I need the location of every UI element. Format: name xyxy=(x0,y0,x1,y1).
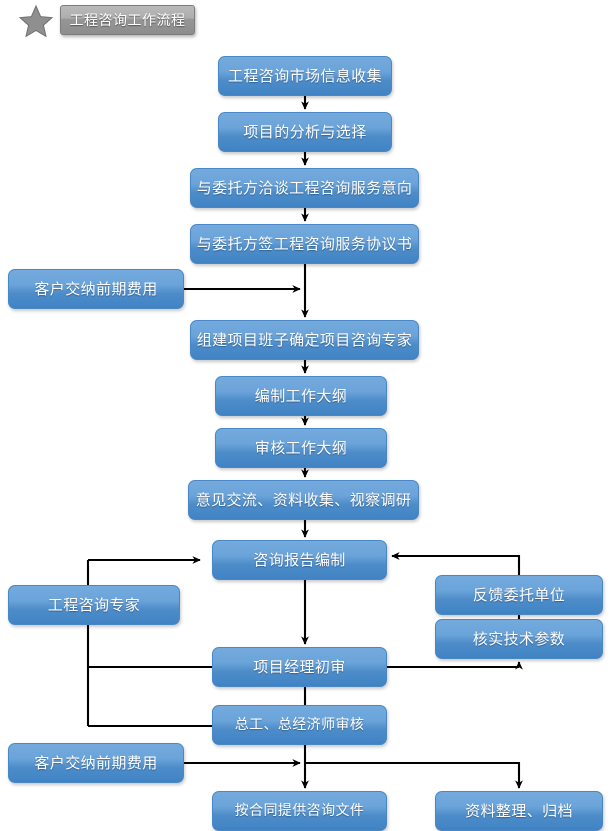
flow-node-n6[interactable]: 组建项目班子确定项目咨询专家 xyxy=(190,320,419,360)
flow-node-label: 按合同提供咨询文件 xyxy=(234,803,365,819)
flow-node-n12[interactable]: 反馈委托单位 xyxy=(435,575,603,615)
flow-node-label: 客户交纳前期费用 xyxy=(34,753,158,772)
edge-n12-n10 xyxy=(391,552,521,575)
flow-node-n11[interactable]: 工程咨询专家 xyxy=(8,585,180,625)
flow-node-n4[interactable]: 与委托方签工程咨询服务协议书 xyxy=(190,224,419,264)
flow-node-label: 项目经理初审 xyxy=(253,657,346,676)
page-header: 工程咨询工作流程 xyxy=(0,0,611,42)
flow-node-label: 客户交纳前期费用 xyxy=(34,279,158,298)
flow-node-label: 资料整理、归档 xyxy=(465,801,573,820)
flow-node-n3[interactable]: 与委托方洽谈工程咨询服务意向 xyxy=(190,168,419,208)
flow-node-n15[interactable]: 总工、总经济师审核 xyxy=(212,705,387,745)
star-icon xyxy=(18,4,54,38)
flow-node-n17[interactable]: 按合同提供咨询文件 xyxy=(212,791,387,831)
flow-node-label: 组建项目班子确定项目咨询专家 xyxy=(196,330,413,349)
flow-node-n10[interactable]: 咨询报告编制 xyxy=(212,540,387,580)
flow-node-n2[interactable]: 项目的分析与选择 xyxy=(218,112,392,152)
flow-node-n8[interactable]: 审核工作大纲 xyxy=(215,428,387,468)
flow-node-n13[interactable]: 核实技术参数 xyxy=(435,619,603,659)
edge-n15-n18 xyxy=(305,761,523,789)
flow-node-n7[interactable]: 编制工作大纲 xyxy=(215,376,387,416)
flow-node-label: 编制工作大纲 xyxy=(254,386,348,405)
flow-node-label: 意见交流、资料收集、视察调研 xyxy=(195,490,412,509)
flow-node-label: 咨询报告编制 xyxy=(253,550,346,569)
flow-node-n5[interactable]: 客户交纳前期费用 xyxy=(8,269,184,309)
flow-node-label: 项目的分析与选择 xyxy=(243,122,367,141)
flow-node-label: 总工、总经济师审核 xyxy=(234,717,365,733)
flow-node-label: 审核工作大纲 xyxy=(254,438,348,457)
flow-node-label: 与委托方签工程咨询服务协议书 xyxy=(196,234,413,253)
flow-node-label: 工程咨询专家 xyxy=(47,595,141,614)
flow-node-n18[interactable]: 资料整理、归档 xyxy=(435,791,603,831)
page-title: 工程咨询工作流程 xyxy=(60,5,195,35)
flow-node-label: 与委托方洽谈工程咨询服务意向 xyxy=(196,178,413,197)
flow-node-label: 反馈委托单位 xyxy=(472,585,566,604)
flow-node-n14[interactable]: 项目经理初审 xyxy=(212,647,387,687)
flow-node-label: 工程咨询市场信息收集 xyxy=(227,66,382,85)
page-title-text: 工程咨询工作流程 xyxy=(69,13,186,29)
flow-node-n9[interactable]: 意见交流、资料收集、视察调研 xyxy=(188,480,419,520)
flow-node-label: 核实技术参数 xyxy=(472,629,566,648)
flow-node-n1[interactable]: 工程咨询市场信息收集 xyxy=(218,56,392,96)
flow-node-n16[interactable]: 客户交纳前期费用 xyxy=(8,743,184,783)
